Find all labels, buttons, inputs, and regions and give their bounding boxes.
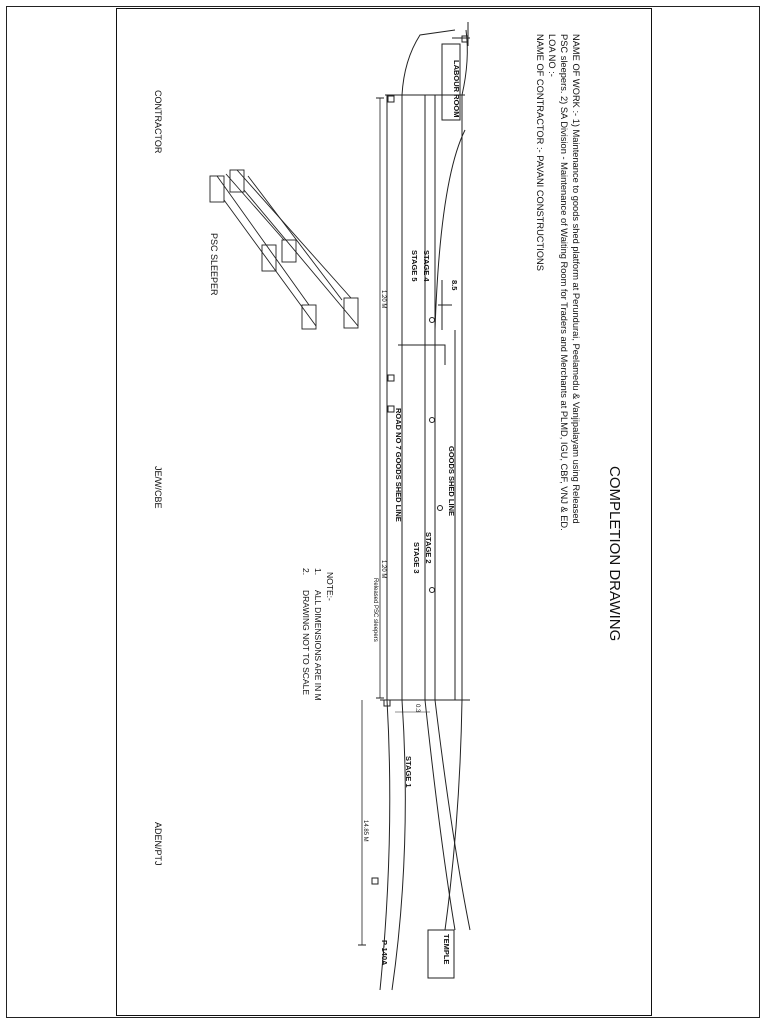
connector-line bbox=[398, 344, 446, 365]
stage-3-label: STAGE 3 bbox=[412, 542, 421, 574]
labour-room-label: LABOUR ROOM bbox=[452, 60, 461, 118]
work-description-line-1: NAME OF WORK :- 1) Maintenance to goods … bbox=[571, 34, 581, 524]
road-goods-shed-line-label: ROAD NO 7 GOODS SHED LINE bbox=[394, 408, 403, 522]
stage-4-label: STAGE 4 bbox=[422, 250, 431, 282]
stage-1-label: STAGE 1 bbox=[404, 756, 413, 788]
stage-5-label: STAGE 5 bbox=[410, 250, 419, 282]
psc-sleeper-sketch bbox=[209, 169, 359, 330]
marker-box bbox=[387, 95, 395, 103]
notes-heading: NOTE:- bbox=[325, 572, 335, 601]
dimension-top-label: 1.20 M bbox=[380, 290, 386, 309]
marker-box bbox=[387, 374, 395, 382]
dimension-right-label: 14.85 M bbox=[362, 820, 368, 842]
marker-box bbox=[371, 877, 379, 885]
temple-label: TEMPLE bbox=[442, 934, 451, 965]
stage-2-label: STAGE 2 bbox=[424, 532, 433, 564]
signature-je: JE/W/CBE bbox=[153, 466, 163, 509]
curve-line bbox=[461, 29, 468, 96]
labour-room-box bbox=[441, 43, 461, 121]
note-2-text: DRAWING NOT TO SCALE bbox=[301, 590, 311, 696]
p140a-label: P-140A bbox=[380, 940, 389, 966]
signature-contractor: CONTRACTOR bbox=[153, 90, 163, 154]
note-2-number: 2. bbox=[301, 568, 311, 576]
curve-line bbox=[434, 699, 471, 931]
goods-shed-line-label: GOODS SHED LINE bbox=[447, 446, 456, 517]
work-description-line-2: PSC sleepers. 2) SA Division - Maintenan… bbox=[559, 34, 569, 531]
contractor-name: NAME OF CONTRACTOR :- PAVANI CONSTRUCTIO… bbox=[535, 34, 545, 271]
marker-box bbox=[461, 35, 469, 43]
released-sleepers-label: Released PSC sleepers bbox=[372, 578, 378, 642]
dimension-8-5-label: 8.5 bbox=[450, 280, 459, 291]
loa-number: LOA NO :- bbox=[547, 34, 557, 77]
signature-aden: ADEN/PTJ bbox=[153, 822, 163, 866]
note-1-text: ALL DIMENSIONS ARE IN M bbox=[313, 590, 323, 701]
temple-box bbox=[427, 929, 455, 979]
curve-line bbox=[379, 699, 391, 991]
note-1-number: 1. bbox=[313, 568, 323, 576]
dimension-mid-label: 1.20 M bbox=[380, 560, 386, 579]
curve-line bbox=[434, 129, 466, 331]
sheet-border bbox=[6, 6, 760, 1018]
curve-line bbox=[424, 699, 456, 931]
curve-line bbox=[391, 699, 406, 991]
dimension-mark-label: 0.3 bbox=[414, 704, 420, 713]
marker-box bbox=[383, 699, 391, 707]
drawing-title: COMPLETION DRAWING bbox=[606, 466, 623, 642]
drawing-frame bbox=[116, 8, 652, 1016]
marker-box bbox=[387, 405, 395, 413]
psc-sleeper-label: PSC SLEEPER bbox=[209, 233, 219, 296]
curve-line bbox=[444, 699, 463, 931]
curve-line bbox=[401, 29, 456, 96]
